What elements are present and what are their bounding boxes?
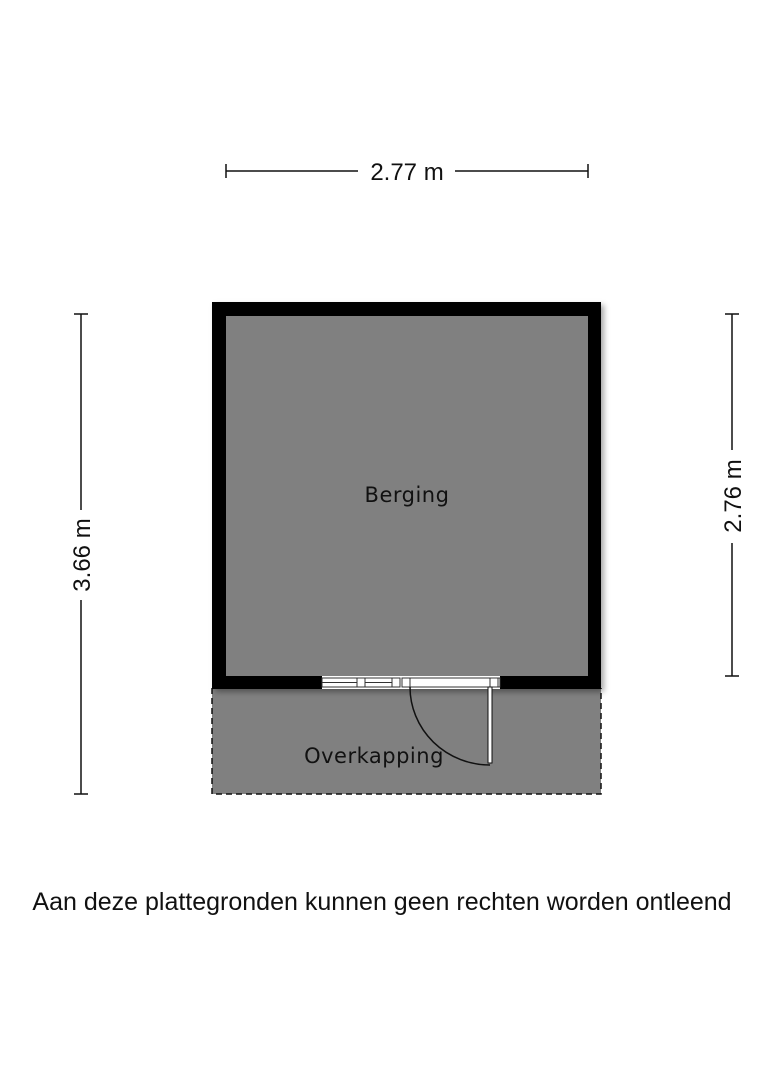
disclaimer-text: Aan deze plattegronden kunnen geen recht…: [32, 888, 732, 916]
dimension-top-label: 2.77 m: [370, 159, 443, 186]
door-swing-arc: [409, 686, 491, 766]
room-label-canopy: Overkapping: [304, 744, 444, 768]
dimension-left-label: 3.66 m: [69, 518, 96, 591]
dimension-right: 2.76 m: [720, 313, 747, 677]
dimension-right-label: 2.76 m: [720, 459, 747, 532]
door-opening: [321, 676, 501, 766]
storage-room: [212, 302, 601, 689]
dimension-top: 2.77 m: [225, 159, 589, 186]
dimension-left: 3.66 m: [69, 313, 96, 795]
door-leaf: [487, 686, 493, 764]
canopy-area: [211, 688, 602, 795]
storage-floor: [226, 316, 588, 676]
room-label-storage: Berging: [365, 483, 450, 507]
